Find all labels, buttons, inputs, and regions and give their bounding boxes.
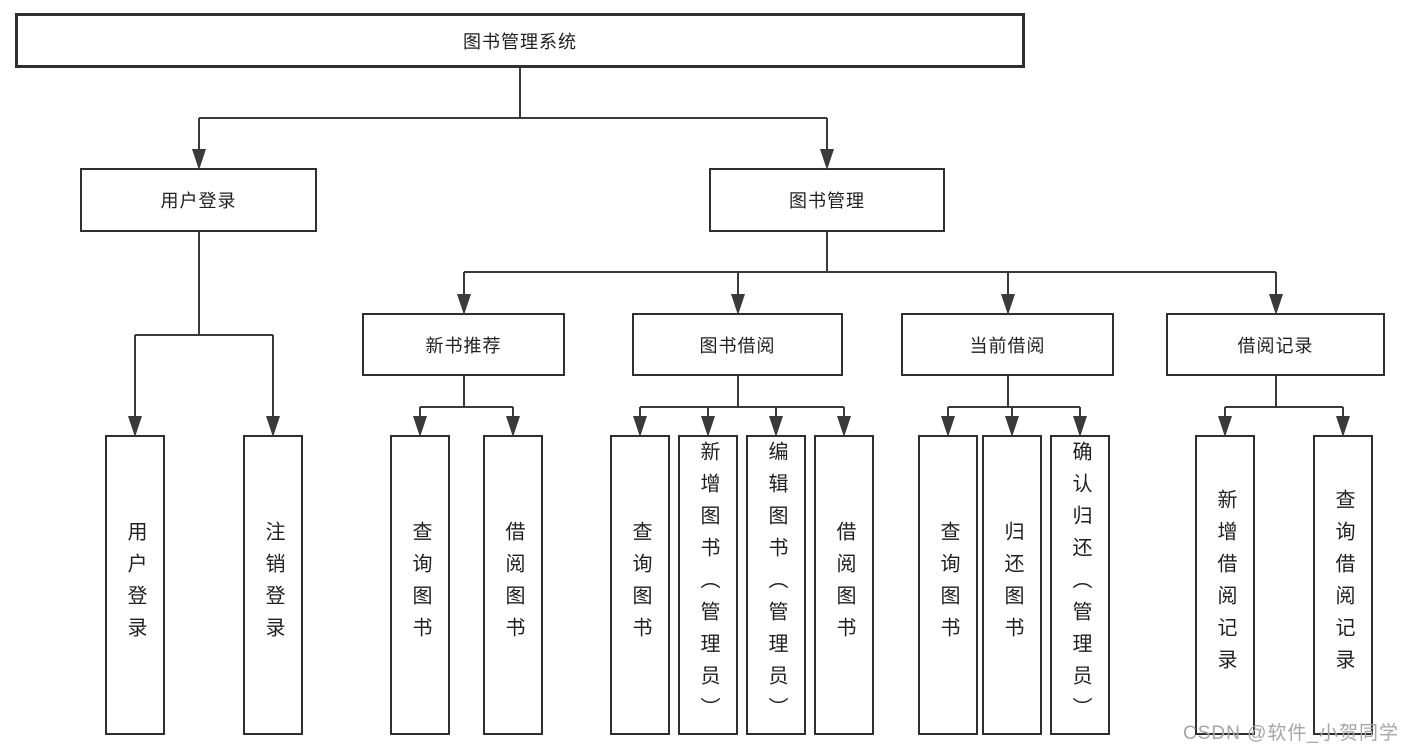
node-label: 查询图书 — [629, 521, 651, 649]
connector-line — [736, 376, 739, 407]
node-label: 新书推荐 — [425, 335, 502, 356]
node-current-borrow: 当前借阅 — [901, 313, 1114, 376]
arrowhead-down-icon — [769, 416, 783, 437]
connector-line — [519, 68, 521, 118]
node-leaf-edit-book: 编辑图书（管理员） — [746, 435, 806, 735]
connector-line — [272, 335, 274, 416]
connector-line — [640, 406, 844, 408]
arrowhead-down-icon — [730, 294, 745, 315]
arrowhead-down-icon — [701, 416, 715, 437]
connector-line — [134, 335, 136, 416]
node-leaf-query-book-2: 查询图书 — [610, 435, 670, 735]
arrowhead-down-icon — [633, 416, 647, 437]
node-label: 注销登录 — [262, 521, 284, 649]
connector-line — [1006, 272, 1009, 294]
arrowhead-down-icon — [1268, 294, 1283, 315]
arrowhead-down-icon — [941, 416, 955, 437]
node-leaf-logout: 注销登录 — [243, 435, 303, 735]
arrowhead-down-icon — [266, 416, 280, 437]
node-borrow-record: 借阅记录 — [1166, 313, 1385, 376]
connector-line — [420, 406, 513, 408]
arrowhead-down-icon — [837, 416, 851, 437]
watermark: CSDN @软件_小贺同学 — [1183, 723, 1399, 744]
node-label: 图书管理系统 — [463, 31, 577, 52]
connector-line — [1011, 407, 1013, 416]
connector-line — [1006, 376, 1009, 407]
node-leaf-user-login: 用户登录 — [105, 435, 165, 735]
connector-line — [1079, 407, 1081, 416]
node-label: 用户登录 — [124, 521, 146, 649]
arrowhead-down-icon — [1073, 416, 1087, 437]
arrowhead-down-icon — [506, 416, 520, 437]
arrowhead-down-icon — [1218, 416, 1232, 437]
connector-line — [775, 407, 777, 416]
node-leaf-query-record: 查询借阅记录 — [1313, 435, 1373, 735]
node-leaf-borrow-book-2: 借阅图书 — [814, 435, 874, 735]
node-leaf-borrow-book-1: 借阅图书 — [483, 435, 543, 735]
connector-line — [826, 118, 828, 149]
node-label: 图书管理 — [789, 191, 865, 211]
connector-line — [512, 407, 514, 416]
node-label: 查询图书 — [937, 521, 959, 649]
connector-line — [947, 407, 949, 416]
node-label: 确认归还（管理员） — [1069, 441, 1091, 729]
node-label: 编辑图书（管理员） — [765, 441, 787, 729]
connector-line — [843, 407, 845, 416]
connector-line — [948, 406, 1080, 408]
connector-line — [1274, 376, 1277, 407]
node-label: 图书借阅 — [699, 335, 776, 356]
connector-line — [826, 232, 828, 272]
node-leaf-query-book-1: 查询图书 — [390, 435, 450, 735]
arrowhead-down-icon — [1000, 294, 1015, 315]
arrowhead-down-icon — [820, 149, 834, 170]
connector-line — [462, 376, 465, 407]
node-label: 用户登录 — [160, 191, 237, 211]
arrowhead-down-icon — [1005, 416, 1019, 437]
connector-line — [1342, 407, 1344, 416]
connector-line — [463, 271, 1276, 273]
connector-line — [197, 232, 200, 335]
node-root: 图书管理系统 — [15, 13, 1025, 68]
node-user-login: 用户登录 — [80, 168, 317, 232]
connector-line — [198, 117, 827, 119]
connector-line — [736, 272, 739, 294]
node-label: 查询图书 — [409, 521, 431, 649]
arrowhead-down-icon — [1336, 416, 1350, 437]
connector-line — [639, 407, 641, 416]
arrowhead-down-icon — [191, 149, 206, 170]
connector-line — [419, 407, 421, 416]
node-leaf-confirm-return: 确认归还（管理员） — [1050, 435, 1110, 735]
node-new-book-rec: 新书推荐 — [362, 313, 565, 376]
node-label: 借阅记录 — [1237, 335, 1314, 356]
connector-line — [707, 407, 709, 416]
connector-line — [1225, 406, 1343, 408]
node-leaf-query-book-3: 查询图书 — [918, 435, 978, 735]
node-book-borrow: 图书借阅 — [632, 313, 843, 376]
arrowhead-down-icon — [456, 294, 471, 315]
connector-line — [462, 272, 465, 294]
connector-line — [135, 334, 273, 336]
node-leaf-add-book: 新增图书（管理员） — [678, 435, 738, 735]
node-label: 借阅图书 — [833, 521, 855, 649]
connector-line — [1274, 272, 1277, 294]
node-label: 新增图书（管理员） — [697, 441, 719, 729]
node-leaf-add-record: 新增借阅记录 — [1195, 435, 1255, 735]
node-label: 查询借阅记录 — [1332, 489, 1354, 681]
node-leaf-return-book: 归还图书 — [982, 435, 1042, 735]
arrowhead-down-icon — [128, 416, 142, 437]
arrowhead-down-icon — [413, 416, 427, 437]
connector-line — [1224, 407, 1226, 416]
node-label: 归还图书 — [1001, 521, 1023, 649]
connector-line — [197, 118, 200, 149]
node-book-mgmt: 图书管理 — [709, 168, 945, 232]
node-label: 新增借阅记录 — [1214, 489, 1236, 681]
node-label: 借阅图书 — [502, 521, 524, 649]
node-label: 当前借阅 — [969, 335, 1046, 356]
